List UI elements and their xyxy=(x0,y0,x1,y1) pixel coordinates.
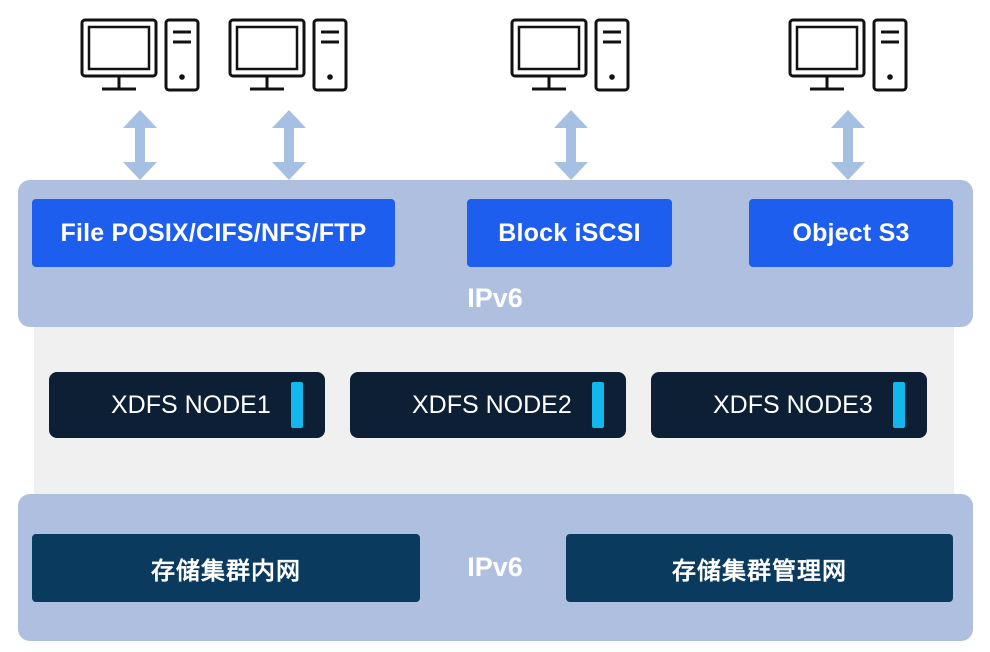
storage-node-3: XDFS NODE3 xyxy=(651,372,927,438)
double-arrow-icon xyxy=(123,110,157,180)
storage-node-1: XDFS NODE1 xyxy=(49,372,325,438)
file-protocol-box: File POSIX/CIFS/NFS/FTP xyxy=(32,199,395,267)
bottom-network-label: IPv6 xyxy=(467,552,523,582)
storage-node-2: XDFS NODE2 xyxy=(350,372,626,438)
management-network-box: 存储集群管理网 xyxy=(566,534,953,602)
double-arrow-icon xyxy=(554,110,588,180)
computer-icon xyxy=(80,18,200,92)
node-label: XDFS NODE3 xyxy=(713,391,873,419)
computer-icon xyxy=(788,18,908,92)
block-protocol-box: Block iSCSI xyxy=(467,199,672,267)
node-indicator xyxy=(893,382,905,428)
top-network-label: IPv6 xyxy=(467,283,523,313)
object-protocol-box: Object S3 xyxy=(749,199,953,267)
node-label: XDFS NODE2 xyxy=(412,391,572,419)
computer-icon xyxy=(228,18,348,92)
node-indicator xyxy=(291,382,303,428)
double-arrow-icon xyxy=(831,110,865,180)
double-arrow-icon xyxy=(272,110,306,180)
computer-icon xyxy=(510,18,630,92)
node-indicator xyxy=(592,382,604,428)
node-label: XDFS NODE1 xyxy=(111,391,271,419)
internal-network-box: 存储集群内网 xyxy=(32,534,420,602)
